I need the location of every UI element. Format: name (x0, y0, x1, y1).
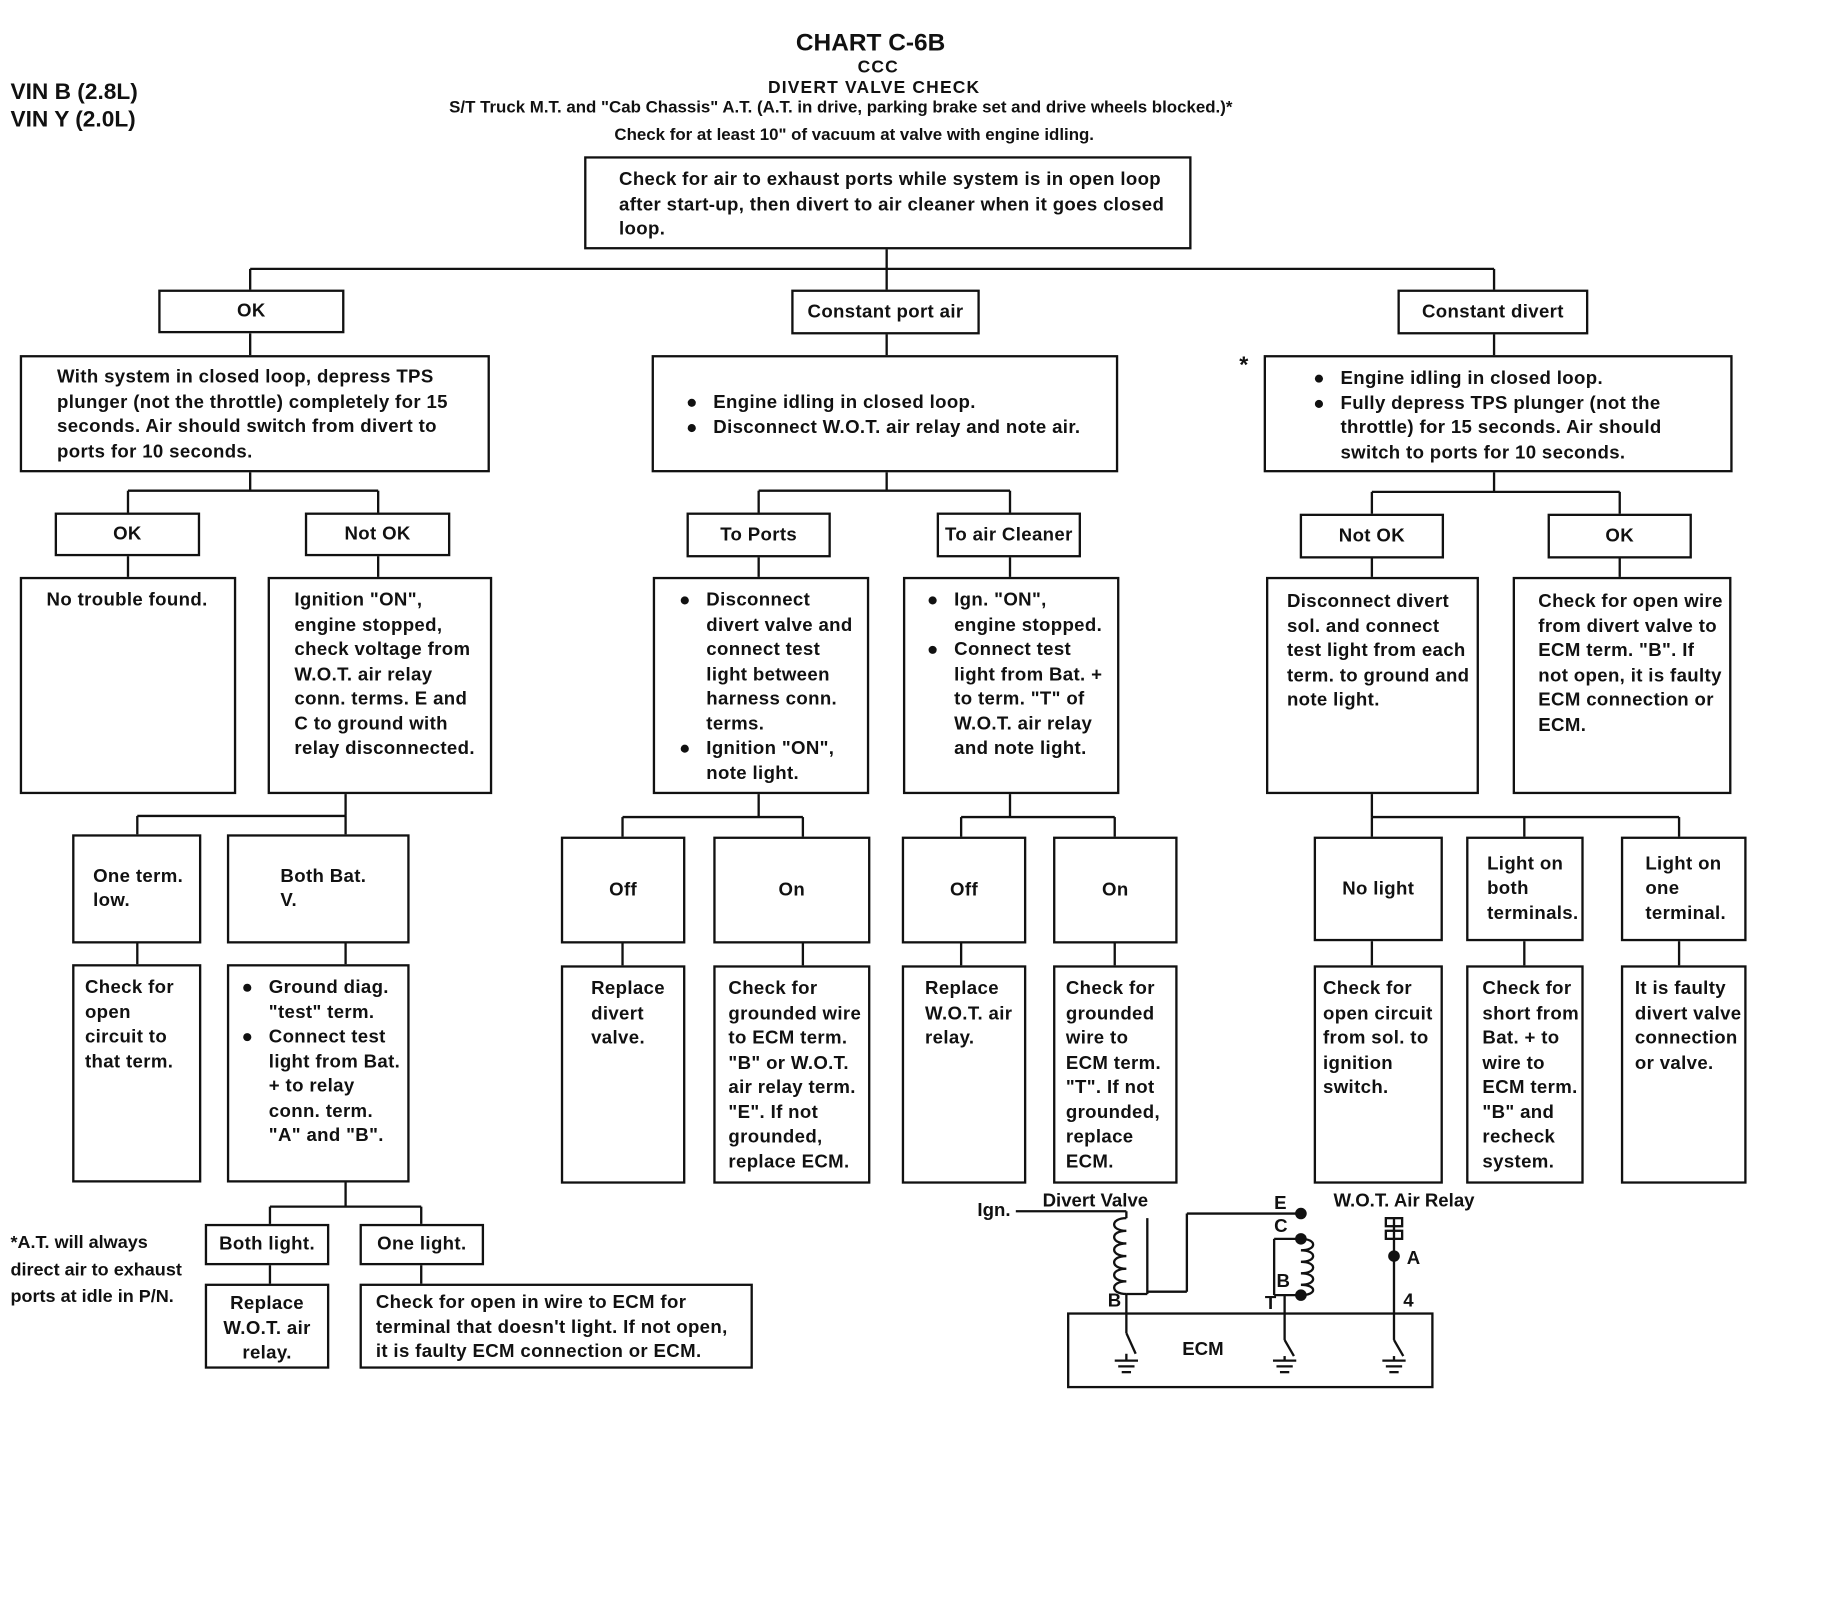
constant-divert-box: Constant divert (1397, 289, 1589, 335)
ground-diag-box: Ground diag. "test" term. Connect test l… (226, 964, 410, 1183)
ok-result-box: OK (54, 512, 201, 557)
light-both-box: Light on both terminals. (1466, 836, 1584, 942)
vacuum-instruction: Check for at least 10" of vacuum at valv… (614, 126, 1095, 145)
grounded-wire-t-box: Check for grounded wire to ECM term. "T"… (1053, 965, 1178, 1184)
asterisk-marker: * (1239, 352, 1249, 379)
test-light-step: Connect test light from Bat. + to relay … (241, 1025, 403, 1149)
ok-right-box: OK (1547, 513, 1692, 559)
ignition-voltage-box: Ignition "ON", engine stopped, check vol… (267, 576, 493, 795)
off-box-1: Off (560, 836, 686, 944)
one-light-box: One light. (359, 1223, 485, 1266)
both-light-box: Both light. (204, 1223, 330, 1266)
one-term-low-box: One term. low. (72, 834, 202, 944)
engine-idling-divert-step: Engine idling in closed loop. (1313, 367, 1719, 392)
connect-test-light-step: Connect test light from Bat. + to term. … (926, 638, 1112, 762)
to-ports-box: To Ports (686, 512, 831, 558)
ok-label-box: OK (158, 289, 345, 334)
ignition-note-light-step: Ignition "ON", note light. (678, 737, 862, 786)
disconnect-sol-box: Disconnect divert sol. and connect test … (1265, 576, 1479, 795)
footnote: *A.T. will always direct air to exhaust … (10, 1233, 182, 1307)
chart-title: DIVERT VALVE CHECK (767, 78, 981, 98)
ecm-label: ECM (1182, 1339, 1224, 1360)
cleaner-check-box: Ign. "ON", engine stopped. Connect test … (902, 576, 1120, 795)
both-bat-v-box: Both Bat. V. (226, 834, 410, 944)
ports-check-box: Disconnect divert valve and connect test… (652, 576, 870, 795)
term-b-ecm-label: B (1107, 1291, 1122, 1312)
wiring-schematic (1015, 1210, 1434, 1389)
disconnect-relay-step: Disconnect W.O.T. air relay and note air… (685, 415, 1104, 440)
replace-relay-box: Replace W.O.T. air relay. (204, 1283, 330, 1369)
term-a-label: A (1406, 1249, 1421, 1269)
system-code: CCC (857, 57, 899, 77)
off-box-2: Off (901, 836, 1027, 944)
no-light-box: No light (1313, 836, 1443, 942)
engine-idling-step: Engine idling in closed loop. (685, 391, 1104, 416)
ground-diag-step: Ground diag. "test" term. (241, 976, 403, 1025)
faulty-valve-box: It is faulty divert valve connection or … (1620, 965, 1747, 1184)
term-t-label: T (1264, 1293, 1277, 1314)
replace-wot-box: Replace W.O.T. air relay. (901, 965, 1027, 1184)
not-ok-result-box: Not OK (304, 512, 451, 557)
chart-subtitle: S/T Truck M.T. and "Cab Chassis" A.T. (A… (449, 98, 1233, 118)
divert-step-box: Engine idling in closed loop. Fully depr… (1263, 355, 1733, 473)
top-check-box: Check for air to exhaust ports while sys… (584, 156, 1192, 250)
disconnect-divert-step: Disconnect divert valve and connect test… (678, 588, 862, 736)
constant-port-air-box: Constant port air (791, 289, 980, 335)
depress-tps-step: Fully depress TPS plunger (not the throt… (1313, 391, 1719, 465)
no-trouble-box: No trouble found. (19, 576, 237, 795)
divert-valve-label: Divert Valve (1042, 1191, 1149, 1212)
flowchart-connectors (126, 248, 1681, 1389)
ign-label: Ign. (977, 1200, 1011, 1221)
term-c-label: C (1274, 1217, 1288, 1237)
grounded-wire-b-box: Check for grounded wire to ECM term. "B"… (713, 965, 871, 1184)
check-short-box: Check for short from Bat. + to wire to E… (1466, 965, 1584, 1184)
term-4-label: 4 (1403, 1291, 1414, 1312)
port-air-step-box: Engine idling in closed loop. Disconnect… (651, 355, 1119, 473)
to-air-cleaner-box: To air Cleaner (936, 512, 1081, 558)
light-one-box: Light on one terminal. (1620, 836, 1747, 942)
chart-id: CHART C-6B (795, 29, 946, 57)
vin-y: VIN Y (2.0L) (10, 106, 136, 133)
check-open-term-box: Check for open circuit to that term. (72, 964, 202, 1183)
check-open-ecm-box: Check for open wire from divert valve to… (1512, 576, 1732, 795)
term-b-relay-label: B (1276, 1272, 1290, 1292)
term-e-label: E (1274, 1194, 1287, 1214)
schematic-terminals (1295, 1207, 1400, 1301)
vin-b: VIN B (2.8L) (10, 79, 138, 105)
wot-relay-label: W.O.T. Air Relay (1333, 1191, 1475, 1212)
not-ok-right-box: Not OK (1299, 513, 1445, 559)
check-open-ign-box: Check for open circuit from sol. to igni… (1313, 965, 1443, 1184)
ign-on-step: Ign. "ON", engine stopped. (926, 588, 1112, 637)
on-box-2: On (1053, 836, 1178, 944)
on-box-1: On (713, 836, 871, 944)
replace-divert-box: Replace divert valve. (560, 965, 686, 1184)
check-open-wire-box: Check for open in wire to ECM for termin… (359, 1283, 753, 1369)
tps-plunger-step: With system in closed loop, depress TPS … (19, 355, 490, 473)
